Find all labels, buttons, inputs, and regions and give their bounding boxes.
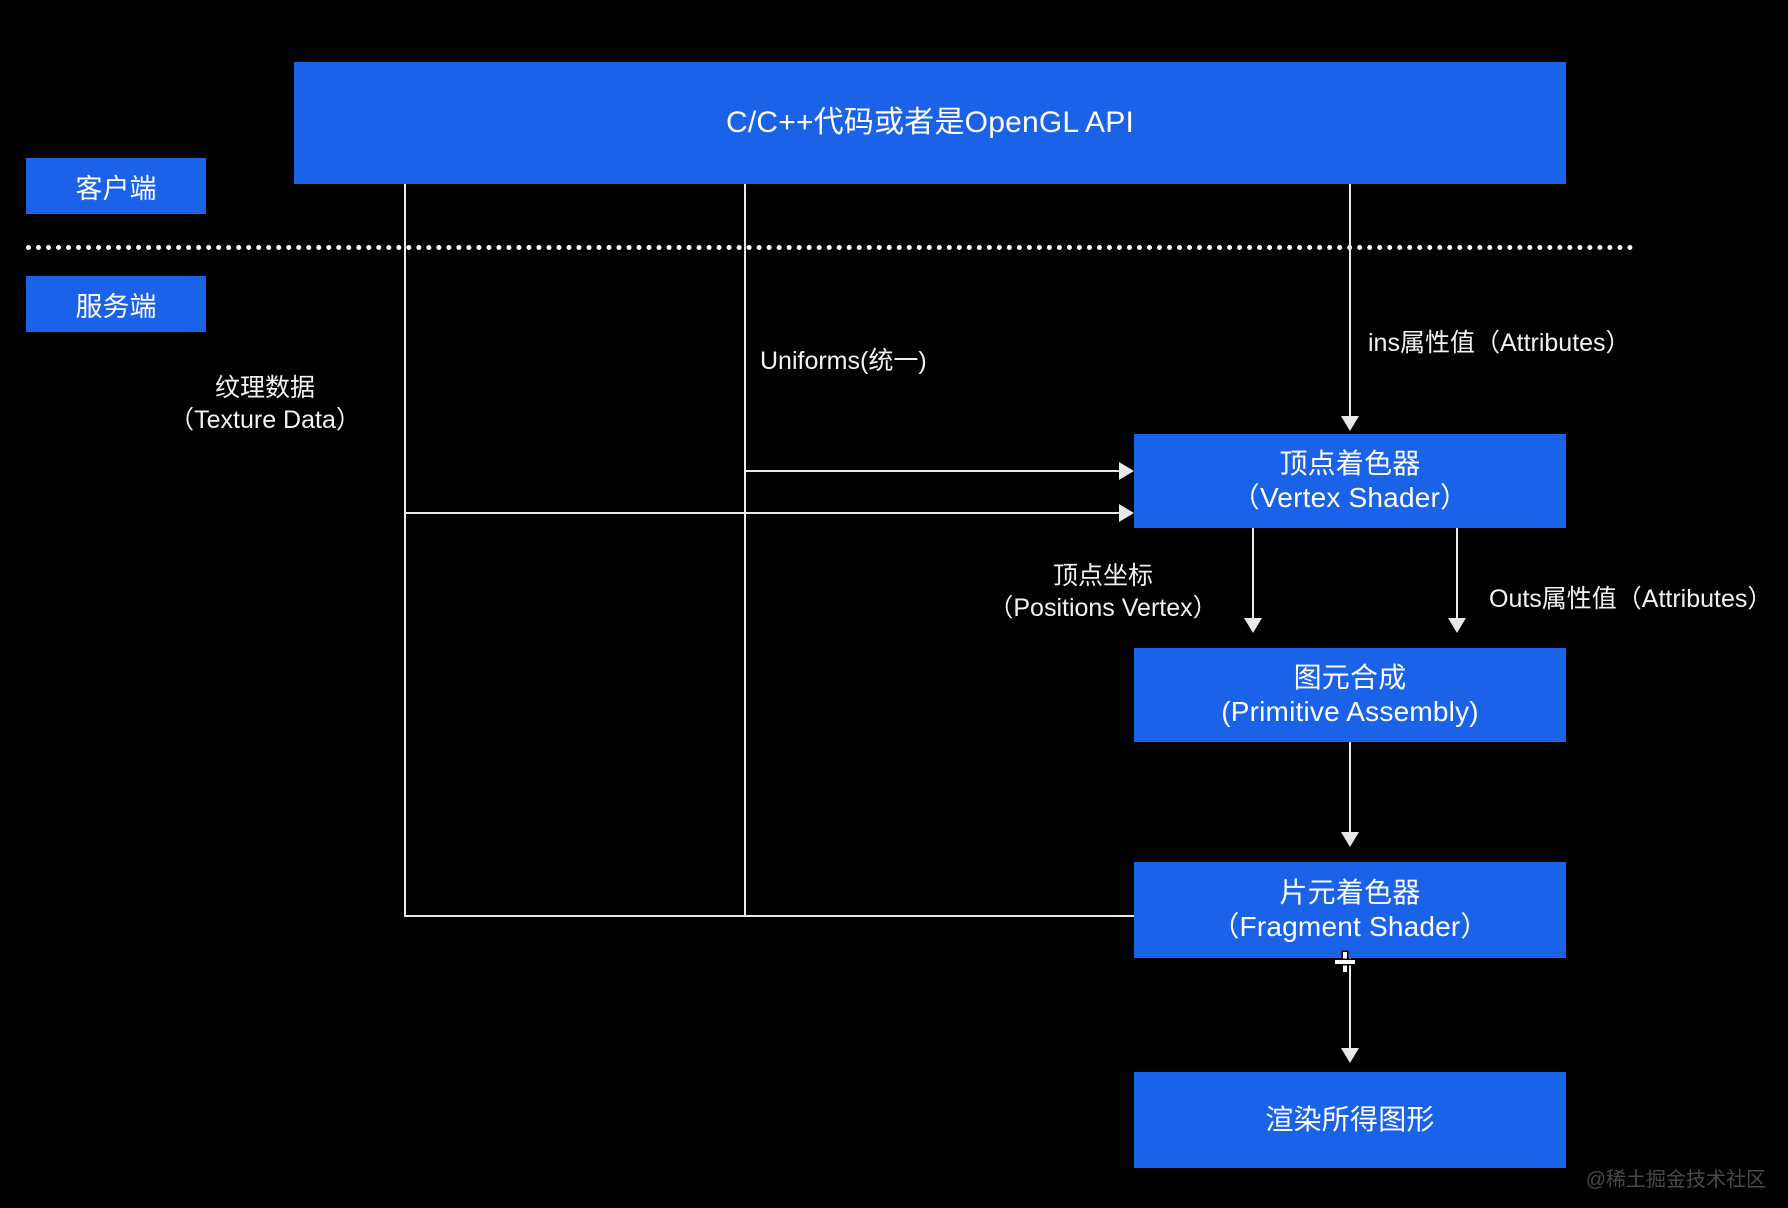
block-primitive-assembly-label-cn: 图元合成	[1293, 661, 1407, 693]
arrowhead-uniforms-to-vertex	[1119, 462, 1134, 480]
block-fragment-shader[interactable]: 片元着色器 （Fragment Shader）	[1134, 862, 1566, 958]
label-positions-vertex-en: （Positions Vertex）	[988, 594, 1218, 622]
badge-client-label: 客户端	[75, 173, 157, 204]
line-texture-bus	[404, 184, 406, 917]
arrowhead-texture-to-vertex	[1119, 504, 1134, 522]
client-server-divider	[26, 245, 1634, 250]
line-primitive-to-fragment	[1349, 742, 1351, 832]
arrowhead-ins-attributes	[1341, 416, 1359, 431]
block-primitive-assembly-label-en: (Primitive Assembly)	[1221, 696, 1479, 727]
block-opengl-api[interactable]: C/C++代码或者是OpenGL API	[294, 62, 1566, 184]
block-primitive-assembly[interactable]: 图元合成 (Primitive Assembly)	[1134, 648, 1566, 742]
arrowhead-fragment-to-rendered	[1341, 1048, 1359, 1063]
block-opengl-api-label: C/C++代码或者是OpenGL API	[725, 105, 1135, 139]
line-bus-to-fragment	[404, 915, 1135, 917]
arrowhead-positions-vertex	[1244, 618, 1262, 633]
badge-server[interactable]: 服务端	[26, 276, 206, 332]
block-vertex-shader-label-en: （Vertex Shader）	[1231, 482, 1469, 513]
line-texture-to-vertex	[404, 512, 1120, 514]
block-fragment-shader-label-en: （Fragment Shader）	[1211, 911, 1489, 942]
block-rendered-graphic-label: 渲染所得图形	[1265, 1103, 1435, 1135]
label-texture-data-cn: 纹理数据	[214, 374, 315, 402]
line-uniforms-to-vertex	[744, 470, 1120, 472]
block-fragment-shader-label-cn: 片元着色器	[1279, 876, 1421, 908]
label-positions-vertex-cn: 顶点坐标	[1052, 562, 1153, 590]
line-fragment-to-rendered	[1349, 958, 1351, 1048]
label-texture-data: 纹理数据 （Texture Data）	[150, 372, 380, 436]
label-outs-attributes: Outs属性值（Attributes）	[1489, 585, 1773, 613]
line-outs-attributes	[1456, 528, 1458, 618]
label-positions-vertex: 顶点坐标 （Positions Vertex）	[988, 560, 1218, 624]
arrowhead-outs-attributes	[1448, 618, 1466, 633]
line-uniforms-bus	[744, 184, 746, 917]
line-ins-attributes	[1349, 184, 1351, 416]
label-texture-data-en: （Texture Data）	[169, 406, 361, 434]
block-vertex-shader[interactable]: 顶点着色器 （Vertex Shader）	[1134, 434, 1566, 528]
label-uniforms: Uniforms(统一)	[760, 347, 927, 375]
badge-server-label: 服务端	[75, 291, 157, 322]
crosshair-cursor-icon	[1335, 952, 1355, 972]
label-ins-attributes: ins属性值（Attributes）	[1368, 329, 1631, 357]
watermark: @稀土掘金技术社区	[1585, 1169, 1766, 1191]
line-positions-vertex	[1252, 528, 1254, 618]
block-vertex-shader-label-cn: 顶点着色器	[1279, 447, 1421, 479]
badge-client[interactable]: 客户端	[26, 158, 206, 214]
block-rendered-graphic[interactable]: 渲染所得图形	[1134, 1072, 1566, 1168]
arrowhead-primitive-to-fragment	[1341, 832, 1359, 847]
